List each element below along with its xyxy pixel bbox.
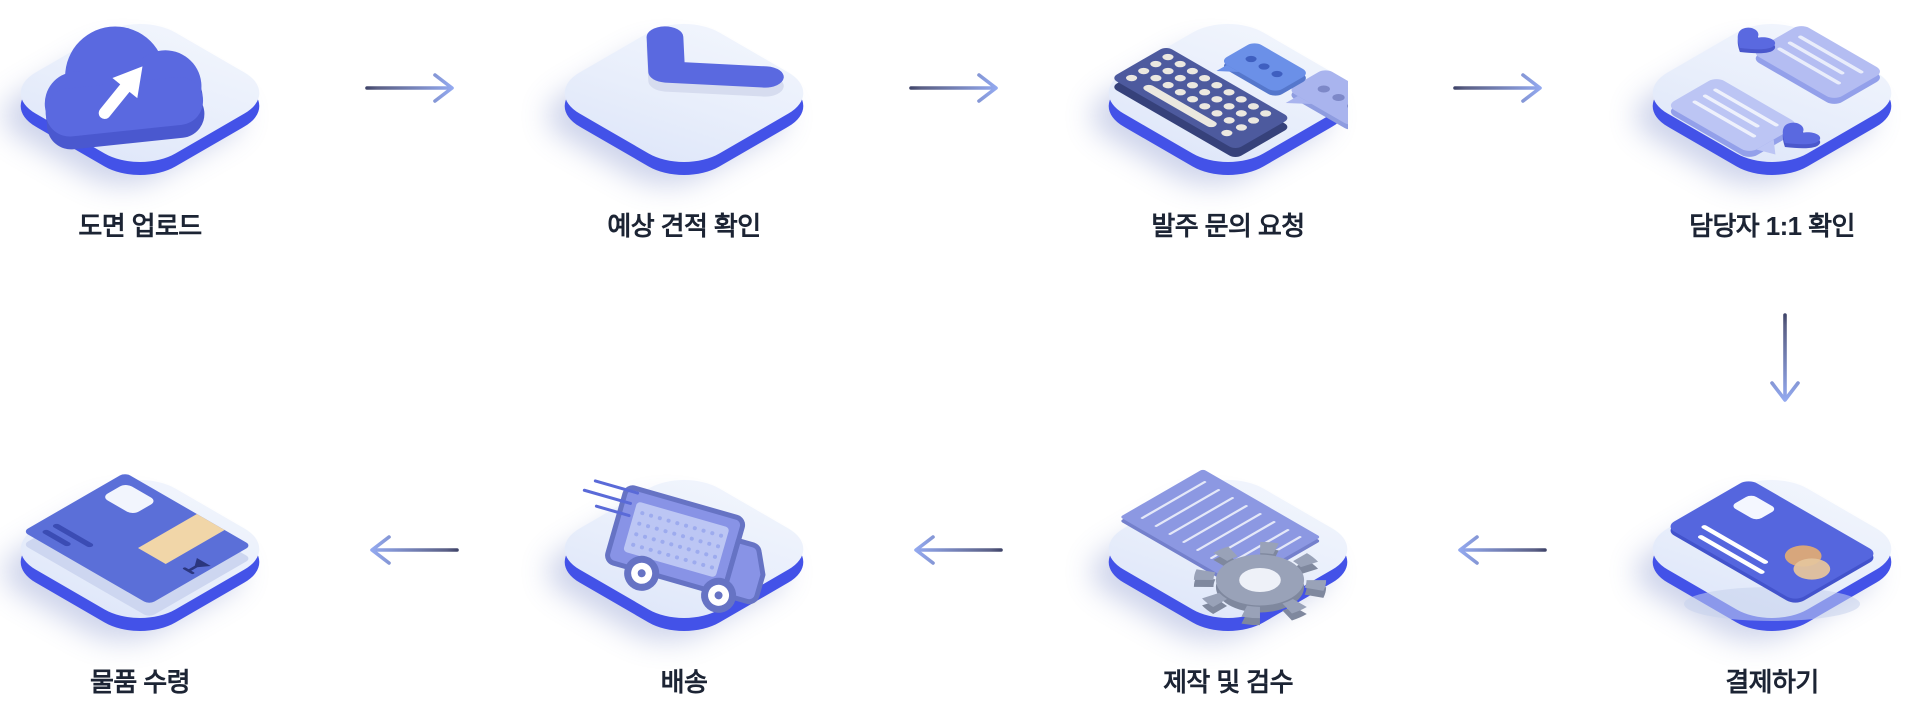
cloud-upload-icon [44,26,205,150]
package-stripes [42,523,94,548]
step-production-inspection: 제작 및 검수 [1087,456,1369,709]
step-payment: 결제하기 [1631,456,1913,709]
arrow-right-icon [1453,73,1542,103]
step-manager-1to1-check: 담당자 1:1 확인 [1631,0,1913,280]
step-label: 담당자 1:1 확인 [1689,211,1855,241]
keyboard-chat-icon [1114,43,1348,157]
arrow-right-icon [909,73,998,103]
step-label: 배송 [660,667,708,697]
step-label: 제작 및 검수 [1163,667,1293,697]
delivery-truck-icon [582,479,766,613]
step-delivery: 배송 [543,456,825,709]
isometric-tile [543,0,825,187]
arrow-left-icon [1458,535,1547,565]
package-icon [25,474,249,616]
isometric-tile [0,0,281,187]
arrow-left-icon [914,535,1003,565]
step-order-inquiry: 발주 문의 요청 [1087,0,1369,280]
isometric-tile [0,456,281,643]
card-chip [1733,495,1775,520]
one-to-one-chat-icon [1670,26,1880,157]
step-estimate-check: 예상 견적 확인 [543,0,825,280]
step-label: 발주 문의 요청 [1151,211,1305,241]
isometric-tile [1087,456,1369,643]
step-label: 결제하기 [1725,667,1819,697]
step-label: 도면 업로드 [78,211,202,241]
step-label: 물품 수령 [90,667,191,697]
package-label [105,485,154,513]
arrow-left-icon [370,535,459,565]
speed-lines [582,479,640,518]
isometric-tile [1087,0,1369,187]
fragile-glass-icon [182,558,211,575]
arrow-down-icon [1770,313,1800,402]
document-gear-icon [1121,469,1327,626]
heart-icon [1737,27,1776,54]
upload-arrow-icon [98,66,143,119]
isometric-tile [543,456,825,643]
isometric-tile [1631,456,1913,643]
checkmark-icon [646,26,784,97]
step-drawing-upload: 도면 업로드 [0,0,281,280]
heart-icon [1782,122,1821,149]
isometric-tile [1631,0,1913,187]
step-label: 예상 견적 확인 [607,211,761,241]
step-goods-receipt: 물품 수령 [0,456,281,709]
credit-card-icon [1670,481,1874,621]
arrow-right-icon [365,73,454,103]
package-tape [138,514,225,564]
